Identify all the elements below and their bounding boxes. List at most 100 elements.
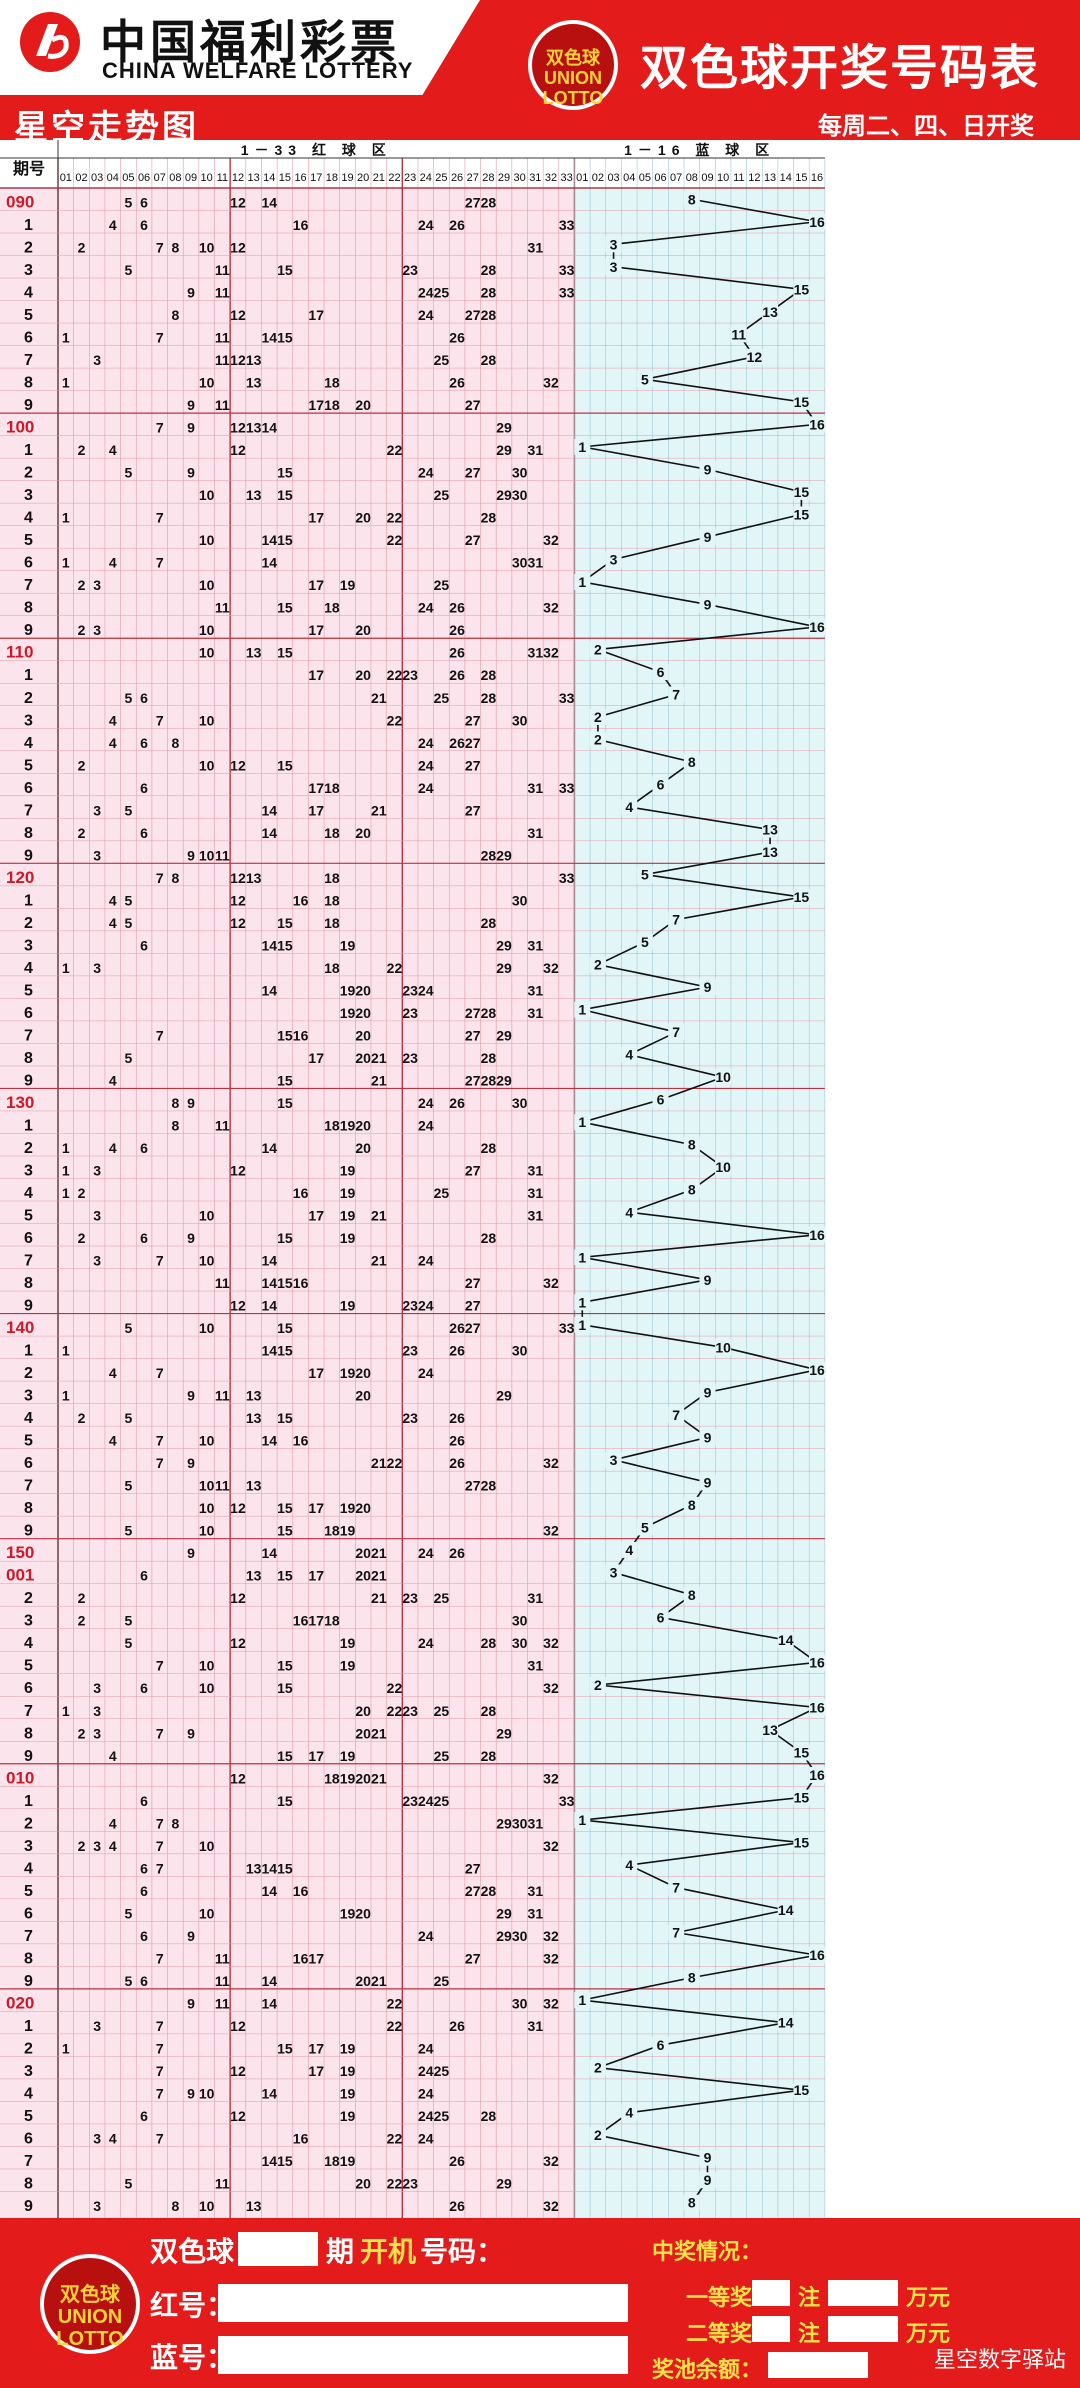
- red-ball: 6: [140, 1928, 148, 1944]
- red-ball: 5: [125, 1523, 133, 1539]
- red-column-header: 10: [201, 172, 213, 184]
- period-label: 3: [24, 1838, 33, 1855]
- red-ball: 27: [465, 532, 481, 548]
- red-ball: 16: [293, 1613, 309, 1629]
- second-prize-label: 二等奖: [686, 2321, 753, 2346]
- red-ball: 19: [340, 1635, 356, 1651]
- red-ball: 26: [449, 2153, 465, 2169]
- red-ball: 9: [187, 2085, 195, 2101]
- blue-ball-bg: [668, 1406, 685, 1423]
- red-column-header: 31: [529, 172, 541, 184]
- red-ball: 18: [324, 915, 340, 931]
- period-label: 140: [6, 1318, 34, 1337]
- red-numbers-field[interactable]: [218, 2284, 628, 2322]
- brand-name-en: CHINA WELFARE LOTTERY: [102, 58, 414, 83]
- red-column-header: 01: [60, 172, 72, 184]
- red-ball: 31: [528, 780, 544, 796]
- period-label: 9: [24, 1973, 33, 1990]
- red-ball: 7: [156, 1433, 164, 1449]
- red-ball: 20: [355, 825, 371, 841]
- red-ball: 6: [140, 1680, 148, 1696]
- red-ball: 6: [140, 2108, 148, 2124]
- blue-column-header: 15: [795, 172, 807, 184]
- red-ball: 15: [277, 1230, 293, 1246]
- blue-ball-bg: [777, 1631, 794, 1648]
- first-prize-bets-field[interactable]: [752, 2280, 790, 2306]
- red-ball: 5: [125, 1050, 133, 1066]
- period-label: 6: [24, 1230, 33, 1247]
- blue-ball-bg: [683, 1496, 700, 1513]
- blue-numbers-field[interactable]: [218, 2336, 628, 2374]
- brand-panel: [0, 0, 480, 95]
- blue-column-header: 14: [780, 172, 792, 184]
- red-ball: 15: [277, 465, 293, 481]
- period-label: 7: [24, 577, 33, 594]
- red-column-header: 04: [107, 172, 119, 184]
- second-prize-bets-field[interactable]: [752, 2316, 790, 2342]
- red-ball: 27: [465, 1478, 481, 1494]
- red-ball: 26: [449, 1455, 465, 1471]
- period-label: 2: [24, 1590, 33, 1607]
- red-ball: 9: [187, 420, 195, 436]
- red-ball: 15: [277, 1748, 293, 1764]
- blue-column-header: 10: [717, 172, 729, 184]
- blue-ball-bg: [652, 2037, 669, 2054]
- red-ball: 13: [246, 1388, 262, 1404]
- blue-ball: 9: [704, 2150, 712, 2166]
- period-label: 6: [24, 780, 33, 797]
- red-ball: 26: [449, 1545, 465, 1561]
- red-ball: 4: [109, 2130, 117, 2146]
- red-ball: 23: [402, 667, 418, 683]
- red-ball: 14: [261, 1995, 277, 2011]
- red-ball: 15: [277, 532, 293, 548]
- red-ball: 4: [109, 442, 117, 458]
- period-label: 150: [6, 1543, 34, 1562]
- blue-ball-bg: [574, 1992, 591, 2009]
- blue-ball: 9: [704, 596, 712, 612]
- red-ball: 29: [496, 1388, 512, 1404]
- red-ball: 28: [481, 1050, 497, 1066]
- period-label: 5: [24, 1208, 33, 1225]
- red-ball: 1: [62, 330, 70, 346]
- blue-ball: 1: [578, 1249, 586, 1265]
- blue-ball-bg: [683, 1181, 700, 1198]
- red-ball: 26: [449, 622, 465, 638]
- period-label: 6: [24, 1455, 33, 1472]
- blue-ball: 9: [704, 1272, 712, 1288]
- pool-balance-field[interactable]: [768, 2352, 868, 2378]
- red-ball: 20: [355, 1027, 371, 1043]
- red-ball: 28: [481, 352, 497, 368]
- red-ball: 19: [340, 2085, 356, 2101]
- red-ball: 16: [293, 1883, 309, 1899]
- issue-number-field[interactable]: [238, 2232, 318, 2266]
- red-ball: 29: [496, 487, 512, 503]
- red-ball: 28: [481, 847, 497, 863]
- blue-ball-bg: [683, 2194, 700, 2211]
- red-ball: 25: [434, 285, 450, 301]
- red-ball: 14: [261, 1883, 277, 1899]
- blue-ball-bg: [699, 1384, 716, 1401]
- red-ball: 24: [418, 780, 434, 796]
- red-column-header: 16: [294, 172, 306, 184]
- red-ball: 23: [402, 1590, 418, 1606]
- period-label: 7: [24, 2153, 33, 2170]
- red-ball: 23: [402, 982, 418, 998]
- red-ball: 29: [496, 1815, 512, 1831]
- blue-ball-bg: [793, 506, 810, 523]
- red-ball: 22: [387, 2175, 403, 2191]
- blue-ball: 7: [672, 1407, 680, 1423]
- red-ball: 24: [418, 2085, 434, 2101]
- blue-ball-bg: [574, 1001, 591, 1018]
- blue-ball-bg: [652, 1609, 669, 1626]
- blue-ball: 10: [715, 1339, 731, 1355]
- second-prize-amount-field[interactable]: [828, 2316, 898, 2342]
- period-label: 8: [24, 1500, 33, 1517]
- red-ball: 18: [324, 1117, 340, 1133]
- red-ball: 10: [199, 1680, 215, 1696]
- blue-ball: 7: [672, 1024, 680, 1040]
- red-ball: 7: [156, 330, 164, 346]
- period-label: 5: [24, 532, 33, 549]
- red-ball: 20: [355, 1117, 371, 1133]
- blue-ball-bg: [809, 618, 826, 635]
- first-prize-amount-field[interactable]: [828, 2280, 898, 2306]
